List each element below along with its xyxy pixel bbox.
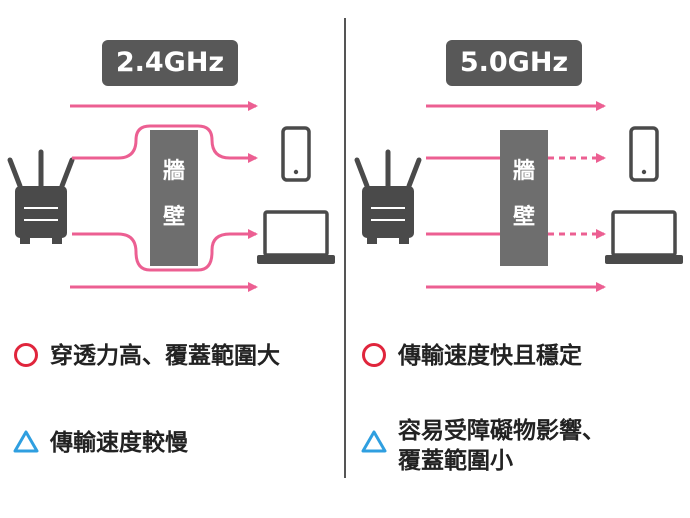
right-pros: 傳輸速度快且穩定 xyxy=(360,341,582,371)
right-router-icon xyxy=(354,149,422,244)
left-signal-paths xyxy=(70,101,258,292)
left-cons-text: 傳輸速度較慢 xyxy=(50,430,188,456)
left-router-icon xyxy=(7,149,75,244)
right-wall-char-2: 壁 xyxy=(513,204,535,230)
left-signal-arrow-over-wall xyxy=(72,124,258,163)
right-pros-text: 傳輸速度快且穩定 xyxy=(398,343,582,369)
left-wall: 牆 壁 xyxy=(150,130,198,266)
left-pros-text: 穿透力高、覆蓋範圍大 xyxy=(50,343,280,369)
left-cons: 傳輸速度較慢 xyxy=(12,428,188,458)
fair-triangle-icon xyxy=(361,430,387,453)
left-wall-char-2: 壁 xyxy=(163,204,185,230)
left-signal-arrow-under-wall xyxy=(72,229,258,272)
right-wall-char-1: 牆 xyxy=(513,159,535,184)
right-laptop-icon xyxy=(605,210,683,264)
right-wall: 牆 壁 xyxy=(500,130,548,266)
fair-triangle-icon xyxy=(13,430,39,453)
left-pros: 穿透力高、覆蓋範圍大 xyxy=(12,341,280,371)
band-label-50ghz: 5.0GHz xyxy=(446,40,582,86)
good-circle-icon xyxy=(362,343,386,367)
right-cons: 容易受障礙物影響、 覆蓋範圍小 xyxy=(360,416,605,476)
band-label-24ghz: 2.4GHz xyxy=(102,40,238,86)
right-cons-text: 容易受障礙物影響、 覆蓋範圍小 xyxy=(398,418,605,474)
left-wall-char-1: 牆 xyxy=(163,159,185,184)
good-circle-icon xyxy=(14,343,38,367)
center-divider xyxy=(344,18,346,478)
left-laptop-icon xyxy=(257,210,335,264)
right-smartphone-icon xyxy=(629,126,659,182)
left-smartphone-icon xyxy=(281,126,311,182)
right-signal-paths xyxy=(426,101,606,292)
